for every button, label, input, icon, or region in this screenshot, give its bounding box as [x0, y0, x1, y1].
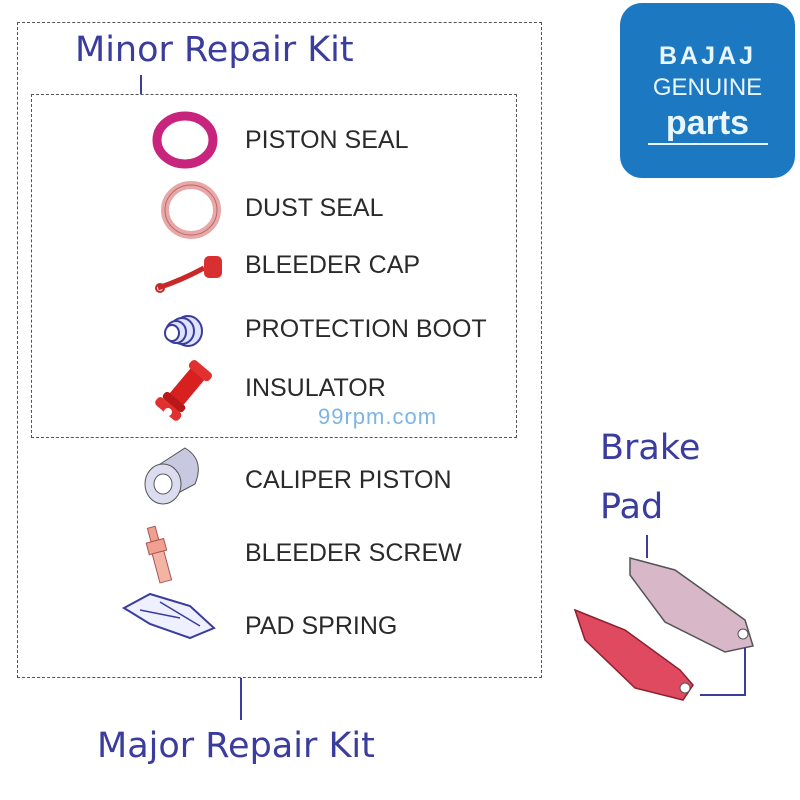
pad-spring-icon — [121, 592, 216, 640]
part-label-piston-seal: PISTON SEAL — [245, 126, 409, 154]
major-repair-kit-title: Major Repair Kit — [97, 726, 375, 766]
major-leader-line — [240, 678, 242, 720]
part-label-protection-boot: PROTECTION BOOT — [245, 315, 487, 343]
protection-boot-icon — [164, 315, 203, 347]
part-label-dust-seal: DUST SEAL — [245, 194, 384, 222]
minor-leader-line — [140, 75, 142, 94]
bleeder-cap-icon — [155, 256, 222, 293]
dust-seal-icon — [161, 181, 221, 239]
minor-repair-kit-box — [31, 94, 517, 438]
part-label-insulator: INSULATOR — [245, 374, 386, 402]
insulator-icon — [155, 360, 212, 421]
brake-pad-title-2: Pad — [600, 487, 664, 527]
brake-pad-title-1: Brake — [600, 428, 701, 468]
caliper-piston-icon — [144, 447, 199, 505]
part-label-caliper-piston: CALIPER PISTON — [245, 466, 452, 494]
piston-seal-icon — [152, 111, 218, 169]
part-label-pad-spring: PAD SPRING — [245, 612, 398, 640]
part-label-bleeder-screw: BLEEDER SCREW — [245, 539, 462, 567]
logo-parts: parts — [647, 103, 768, 145]
logo-genuine: GENUINE — [652, 74, 763, 101]
brake-pad-icon — [573, 535, 754, 701]
major-repair-kit-box — [17, 22, 542, 678]
bajaj-genuine-parts-logo: BAJAJ GENUINE parts — [620, 3, 795, 178]
logo-brand: BAJAJ — [659, 42, 756, 70]
bleeder-screw-icon — [145, 525, 173, 584]
minor-repair-kit-title: Minor Repair Kit — [75, 30, 354, 70]
part-label-bleeder-cap: BLEEDER CAP — [245, 251, 421, 279]
watermark: 99rpm.com — [318, 404, 438, 429]
